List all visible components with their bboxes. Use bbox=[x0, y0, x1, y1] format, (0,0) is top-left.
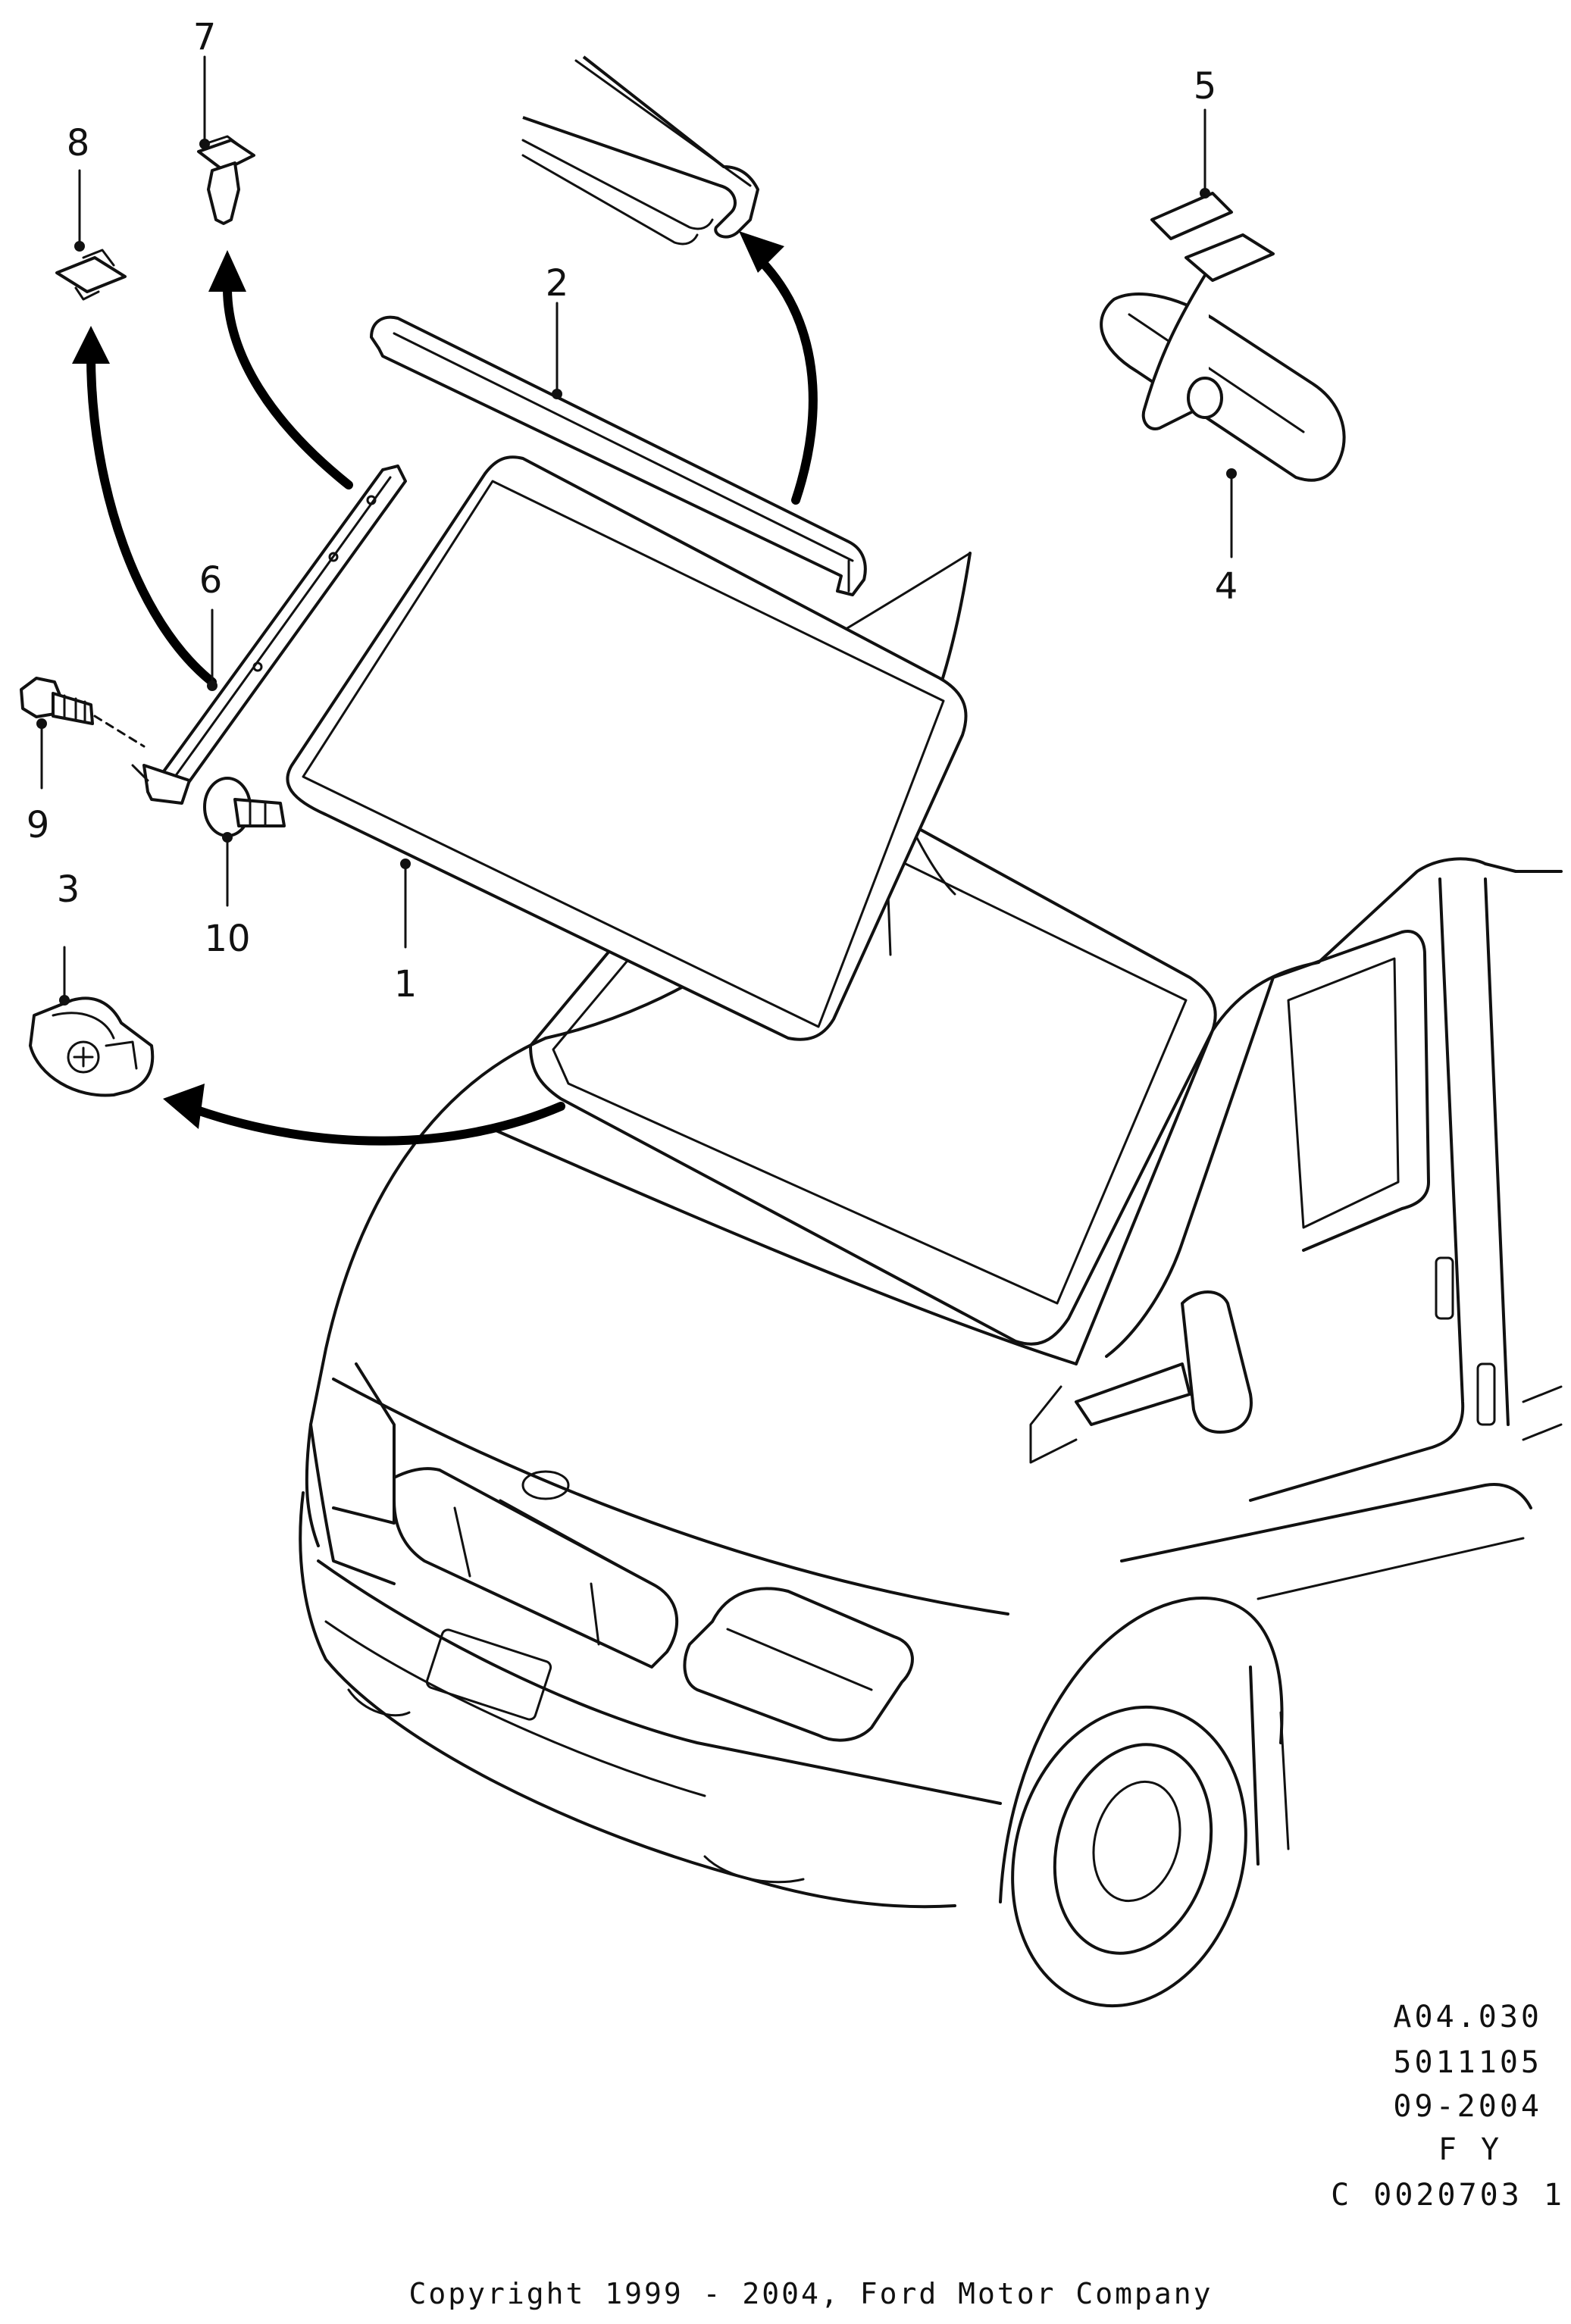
part-8-clip bbox=[55, 249, 127, 301]
callout-8: 8 bbox=[67, 122, 90, 164]
part-6-pillar-trim bbox=[131, 464, 407, 805]
callout-9: 9 bbox=[27, 804, 50, 846]
arrow-to-part-8 bbox=[86, 352, 217, 687]
reference-line-5: C 0020703 1 bbox=[1331, 2178, 1565, 2213]
van-body bbox=[299, 552, 1563, 2008]
arrow-to-seal bbox=[753, 253, 818, 505]
reference-line-3: 09-2004 bbox=[1393, 2089, 1542, 2124]
callout-10: 10 bbox=[204, 918, 250, 960]
reference-line-2: 5011105 bbox=[1393, 2045, 1542, 2080]
callout-3: 3 bbox=[57, 868, 80, 911]
seal-profile bbox=[521, 55, 759, 246]
part-10-grommet bbox=[203, 777, 286, 837]
callout-2: 2 bbox=[546, 262, 569, 305]
part-3-clip bbox=[29, 996, 155, 1097]
part-7-clip bbox=[197, 135, 255, 225]
arrows bbox=[72, 231, 818, 1146]
part-9-bolt bbox=[20, 677, 146, 748]
callout-labels: 1 2 3 4 5 6 7 8 9 10 bbox=[27, 16, 1238, 1006]
callout-5: 5 bbox=[1194, 65, 1217, 108]
callout-6: 6 bbox=[199, 559, 223, 602]
part-1-windscreen bbox=[286, 455, 968, 1041]
arrow-to-part-7 bbox=[223, 283, 353, 490]
reference-line-4: F Y bbox=[1438, 2132, 1502, 2167]
callout-4: 4 bbox=[1215, 565, 1238, 608]
reference-line-1: A04.030 bbox=[1393, 2000, 1542, 2035]
leader-lines bbox=[36, 55, 1237, 1006]
part-2-upper-moulding bbox=[370, 315, 867, 596]
callout-1: 1 bbox=[394, 963, 418, 1006]
copyright-notice: Copyright 1999 - 2004, Ford Motor Compan… bbox=[409, 2277, 1213, 2310]
arrow-to-part-3 bbox=[192, 1102, 565, 1146]
part-4-interior-mirror bbox=[1100, 192, 1346, 482]
reference-block: A04.030 5011105 09-2004 F Y C 0020703 1 bbox=[1331, 2000, 1565, 2213]
callout-7: 7 bbox=[193, 16, 217, 58]
